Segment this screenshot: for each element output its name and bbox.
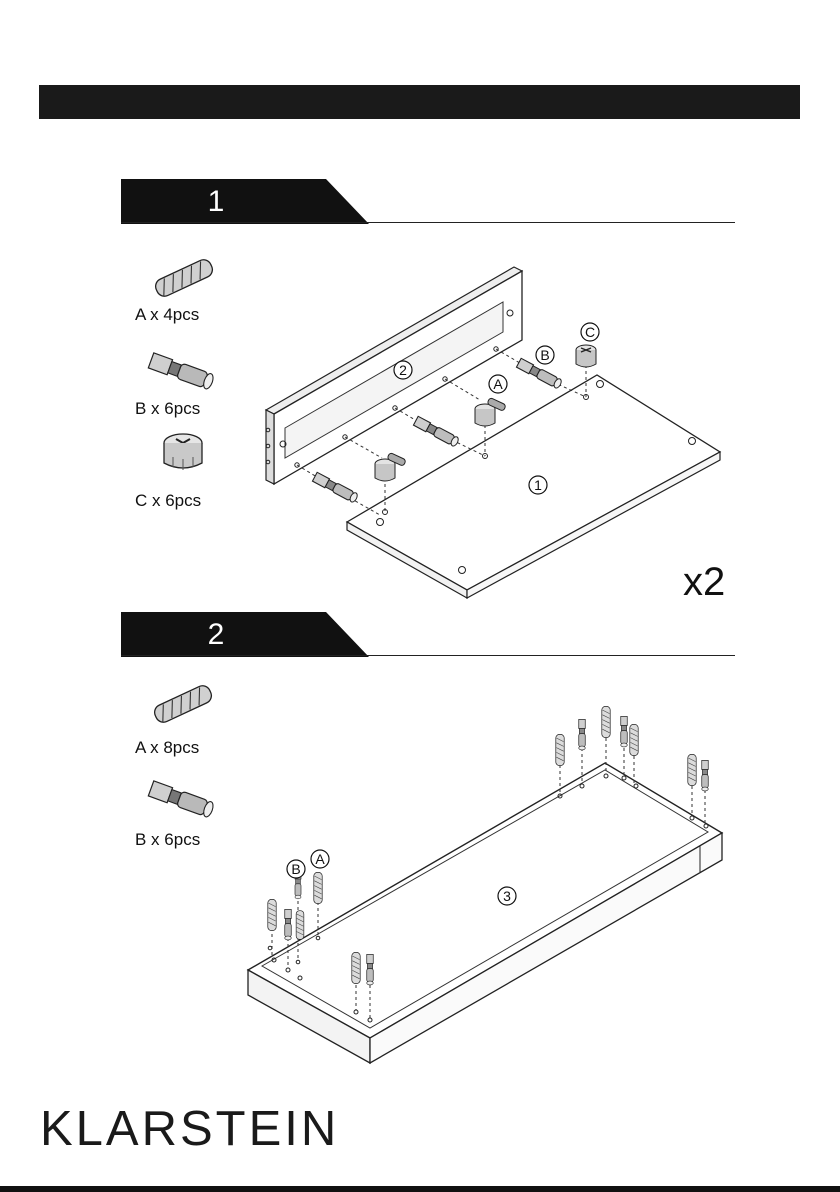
cam-bolt-icon: [621, 716, 628, 747]
cam-bolt-icon: [312, 472, 358, 503]
wooden-dowel-icon: [602, 706, 610, 737]
wooden-dowel-icon: [296, 911, 304, 940]
cam-bolt-icon: [367, 954, 374, 985]
brand-logo: KLARSTEIN: [40, 1100, 339, 1158]
wooden-dowel-icon: [152, 683, 214, 725]
svg-text:B: B: [540, 347, 549, 363]
svg-text:2: 2: [399, 362, 407, 378]
cam-bolt-icon: [702, 760, 709, 791]
wooden-dowel-icon: [556, 734, 564, 765]
callout-a: A: [489, 375, 507, 393]
svg-text:A: A: [315, 851, 325, 867]
panel-3: [248, 763, 722, 1063]
callout-b: B: [287, 860, 305, 878]
wooden-dowel-icon: [314, 872, 322, 903]
footer-bar: [0, 1186, 840, 1192]
callout-c: C: [581, 323, 599, 341]
callout-panel-2: 2: [394, 361, 412, 379]
callout-panel-1: 1: [529, 476, 547, 494]
svg-text:C: C: [585, 324, 595, 340]
svg-text:A: A: [493, 376, 503, 392]
cam-lock-icon: [576, 345, 596, 367]
svg-text:1: 1: [534, 477, 542, 493]
cam-bolt-icon: [148, 353, 215, 390]
cam-lock-icon: [475, 397, 506, 426]
cam-bolt-icon: [413, 416, 459, 447]
wooden-dowel-icon: [352, 952, 360, 983]
cam-bolt-icon: [148, 781, 215, 818]
svg-text:3: 3: [503, 888, 511, 904]
callout-a: A: [311, 850, 329, 868]
cam-lock-icon: [164, 434, 202, 470]
cam-lock-icon: [375, 452, 406, 481]
wooden-dowel-icon: [268, 899, 276, 930]
callout-b: B: [536, 346, 554, 364]
wooden-dowel-icon: [630, 724, 638, 755]
wooden-dowel-icon: [688, 754, 696, 785]
wooden-dowel-icon: [153, 257, 215, 299]
cam-bolt-icon: [285, 909, 292, 940]
cam-bolt-icon: [579, 719, 586, 750]
callout-panel-3: 3: [498, 887, 516, 905]
svg-text:B: B: [291, 861, 300, 877]
